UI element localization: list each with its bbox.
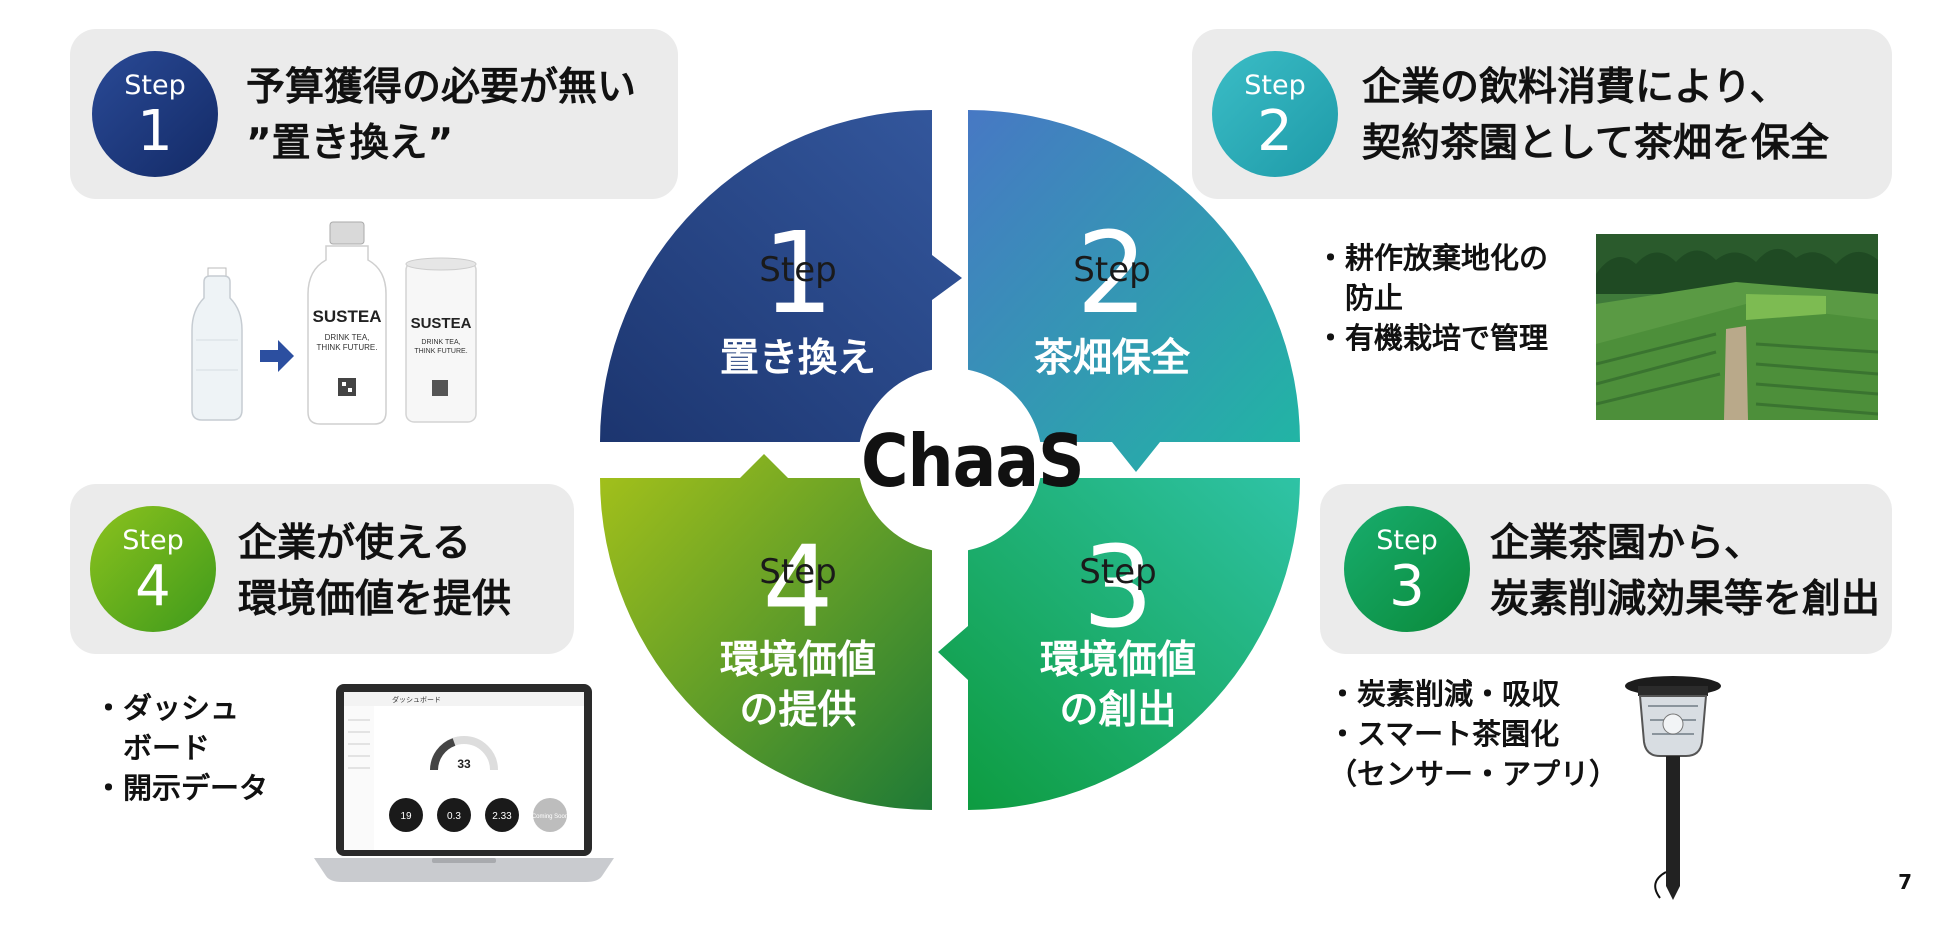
step2-title-line1: 企業の飲料消費により、 bbox=[1362, 65, 1789, 110]
quadrant-4-label-line2: の提供 bbox=[739, 688, 857, 733]
quadrant-4-label: 環境価値 の提供 bbox=[688, 636, 908, 736]
step4-badge-word: Step bbox=[122, 525, 184, 556]
bullet-item: （センサー・アプリ） bbox=[1328, 757, 1619, 791]
step2-bullets: ・耕作放棄地化の 防止 ・有機栽培で管理 bbox=[1316, 238, 1548, 358]
quadrant-3-label-line2: の創出 bbox=[1059, 688, 1177, 733]
quadrant-1-label-line1: 置き換え bbox=[719, 336, 876, 381]
dashboard-metric-4: Coming Soon bbox=[532, 814, 568, 820]
bullet-item: ・有機栽培で管理 bbox=[1316, 321, 1549, 355]
bullet-item: ・開示データ bbox=[94, 771, 269, 805]
step1-title-line1: 予算獲得の必要が無い bbox=[246, 65, 637, 110]
step4-badge-number: 4 bbox=[135, 554, 171, 619]
bullet-item: 防止 bbox=[1316, 281, 1404, 315]
step1-title-line2: ”置き換え” bbox=[246, 121, 454, 166]
arrow-right-icon bbox=[260, 340, 294, 372]
step4-badge: Step 4 bbox=[90, 506, 216, 632]
quadrant-3-label-line1: 環境価値 bbox=[1039, 638, 1196, 683]
products-image: SUSTEA DRINK TEA, THINK FUTURE. SUSTEA D… bbox=[191, 221, 477, 425]
step4-title-line2: 環境価値を提供 bbox=[238, 577, 512, 622]
step2-title-line2: 契約茶園として茶畑を保全 bbox=[1362, 121, 1829, 166]
dashboard-metric-1: 19 bbox=[400, 811, 412, 822]
bullet-item: ・炭素削減・吸収 bbox=[1328, 677, 1561, 711]
step3-badge: Step 3 bbox=[1344, 506, 1470, 632]
quadrant-4-segment bbox=[600, 454, 932, 810]
product-tagline-1: DRINK TEA, bbox=[325, 333, 370, 342]
bullet-item: ・スマート茶園化 bbox=[1328, 717, 1560, 751]
step1-badge-number: 1 bbox=[137, 99, 173, 164]
quadrant-2-label: 茶畑保全 bbox=[1002, 334, 1222, 384]
sensor-device-image bbox=[1625, 676, 1721, 900]
step3-title-line1: 企業茶園から、 bbox=[1490, 521, 1764, 566]
step3-title: 企業茶園から、 炭素削減効果等を創出 bbox=[1490, 516, 1880, 628]
step4-title: 企業が使える 環境価値を提供 bbox=[238, 516, 511, 628]
product-brand-text: SUSTEA bbox=[313, 307, 382, 326]
bullet-item: ボード bbox=[94, 731, 211, 765]
step1-badge: Step 1 bbox=[92, 51, 218, 177]
product-can-brand-text: SUSTEA bbox=[411, 315, 472, 332]
dashboard-laptop-image: ダッシュボード 33 19 0.3 2.33 Coming Soon bbox=[314, 684, 614, 882]
step3-badge-word: Step bbox=[1376, 525, 1438, 556]
quadrant-2-label-line1: 茶畑保全 bbox=[1033, 336, 1190, 381]
product-can-tagline-2: THINK FUTURE. bbox=[414, 348, 467, 355]
step3-bullets: ・炭素削減・吸収 ・スマート茶園化 （センサー・アプリ） bbox=[1328, 674, 1618, 794]
bullet-item: ・耕作放棄地化の bbox=[1316, 241, 1549, 275]
quadrant-3-step: Step bbox=[1079, 552, 1157, 592]
quadrant-1-segment bbox=[600, 110, 962, 442]
product-can-tagline-1: DRINK TEA, bbox=[421, 339, 460, 346]
step1-badge-word: Step bbox=[124, 70, 186, 101]
center-label: ChaaS bbox=[861, 419, 1085, 503]
quadrant-4-label-line1: 環境価値 bbox=[719, 638, 876, 683]
chaas-cycle-diagram bbox=[600, 110, 1300, 810]
step4-title-line1: 企業が使える bbox=[238, 521, 471, 566]
dashboard-title: ダッシュボード bbox=[392, 695, 441, 704]
step2-badge: Step 2 bbox=[1212, 51, 1338, 177]
step2-badge-number: 2 bbox=[1257, 99, 1293, 164]
qr-code-icon bbox=[338, 378, 356, 396]
quadrant-4-step: Step bbox=[759, 552, 837, 592]
step2-title: 企業の飲料消費により、 契約茶園として茶畑を保全 bbox=[1362, 60, 1829, 172]
dashboard-metric-2: 0.3 bbox=[447, 811, 461, 822]
step3-badge-number: 3 bbox=[1389, 554, 1425, 619]
quadrant-1-label: 置き換え bbox=[688, 334, 908, 384]
quadrant-3-number: 3 bbox=[1082, 523, 1154, 653]
bullet-item: ・ダッシュ bbox=[94, 691, 240, 725]
step4-bullets: ・ダッシュ ボード ・開示データ bbox=[94, 688, 268, 808]
page-number: 7 bbox=[1898, 870, 1912, 894]
step1-title: 予算獲得の必要が無い ”置き換え” bbox=[246, 60, 636, 172]
dashboard-gauge-value: 33 bbox=[457, 757, 471, 771]
step2-badge-word: Step bbox=[1244, 70, 1306, 101]
tea-field-photo bbox=[1596, 234, 1878, 420]
quadrant-3-segment bbox=[938, 478, 1300, 810]
product-tagline-2: THINK FUTURE. bbox=[317, 343, 378, 352]
quadrant-1-step: Step bbox=[759, 250, 837, 290]
quadrant-1-number: 1 bbox=[762, 209, 834, 339]
quadrant-3-label: 環境価値 の創出 bbox=[1008, 636, 1228, 736]
center-circle bbox=[858, 368, 1042, 552]
dashboard-metric-3: 2.33 bbox=[492, 811, 512, 822]
quadrant-4-number: 4 bbox=[762, 523, 834, 653]
step3-title-line2: 炭素削減効果等を創出 bbox=[1490, 577, 1881, 622]
quadrant-2-number: 2 bbox=[1076, 209, 1148, 339]
quadrant-2-segment bbox=[968, 110, 1300, 472]
quadrant-2-step: Step bbox=[1073, 250, 1151, 290]
